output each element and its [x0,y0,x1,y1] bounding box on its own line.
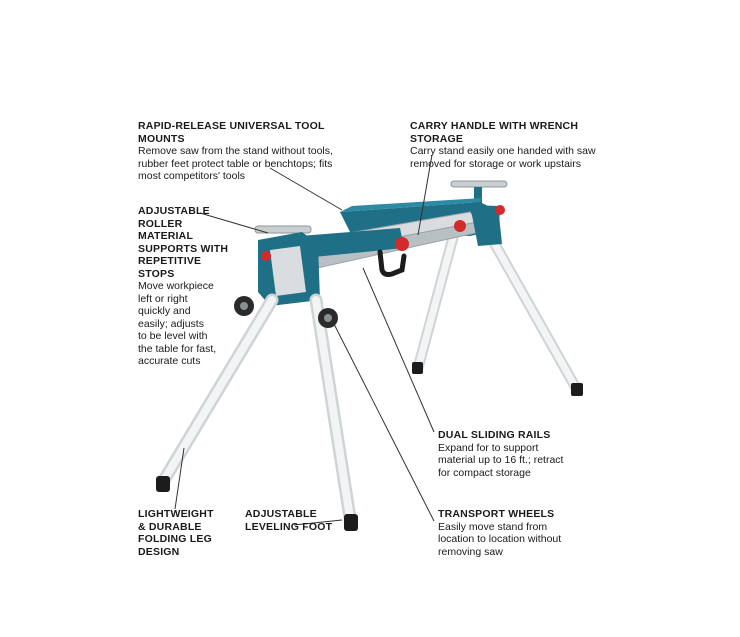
transport-wheels [234,296,338,328]
callout-desc-line: most competitors' tools [138,170,246,182]
callout-desc-line: Remove saw from the stand without tools, [138,145,333,157]
callout-sliding-rails: DUAL SLIDING RAILS Expand for to support… [438,429,608,479]
callout-title-line: DESIGN [138,545,180,558]
callout-desc-line: removing saw [438,545,503,558]
callout-title-line: SUPPORTS WITH [138,242,229,255]
callout-roller-supports: ADJUSTABLE ROLLER MATERIAL SUPPORTS WITH… [138,205,248,368]
left-end-assembly [254,225,320,306]
right-roller-support [450,180,508,209]
callout-folding-leg: LIGHTWEIGHT & DURABLE FOLDING LEG DESIGN [138,508,228,558]
callout-desc-line: accurate cuts [138,355,201,367]
callout-title-line: ROLLER [138,217,183,230]
leader-lines [174,154,435,526]
callout-transport-wheels: TRANSPORT WHEELS Easily move stand from … [438,508,608,558]
callout-leveling-foot: ADJUSTABLE LEVELING FOOT [245,508,335,533]
callout-title: TRANSPORT WHEELS [438,508,555,520]
callout-title-line: STOPS [138,267,175,280]
callout-desc-line: for compact storage [438,466,531,479]
callout-title-line: ADJUSTABLE [245,508,317,520]
callout-desc-line: Easily move stand from [438,520,548,533]
callout-desc-line: rubber feet protect table or benchtops; … [138,157,333,170]
callout-carry-handle: CARRY HANDLE WITH WRENCH STORAGE Carry s… [410,120,620,170]
callout-desc-line: easily; adjusts [138,317,204,330]
callout-desc-line: Carry stand easily one handed with saw [410,145,596,157]
callout-title: RAPID-RELEASE UNIVERSAL TOOL MOUNTS [138,120,325,145]
callout-desc-line: location to location without [438,533,562,545]
callout-desc-line: quickly and [138,305,191,317]
callout-desc-line: to be level with [138,330,208,342]
callout-title-line: REPETITIVE [138,255,202,267]
callout-title-line: FOLDING LEG [138,533,212,545]
callout-desc-line: material up to 16 ft.; retract [438,454,564,466]
front-legs [156,293,358,531]
callout-title-line: & DURABLE [138,520,202,533]
callout-desc-line: removed for storage or work upstairs [410,157,581,170]
rear-legs [412,224,583,396]
callout-title-line: LEVELING FOOT [245,520,333,533]
callout-title-line: ADJUSTABLE [138,205,210,217]
callout-tool-mounts: RAPID-RELEASE UNIVERSAL TOOL MOUNTS Remo… [138,120,368,183]
callout-desc-line: the table for fast, [138,342,217,355]
callout-title-line: LIGHTWEIGHT [138,508,214,520]
red-knobs [261,205,505,261]
callout-title: CARRY HANDLE WITH WRENCH STORAGE [410,120,579,145]
callout-title: DUAL SLIDING RAILS [438,429,551,441]
callout-desc-line: Expand for to support [438,441,539,454]
callout-desc-line: Move workpiece [138,280,214,292]
callout-desc-line: left or right [138,292,188,305]
callout-title-line: MATERIAL [138,230,194,242]
